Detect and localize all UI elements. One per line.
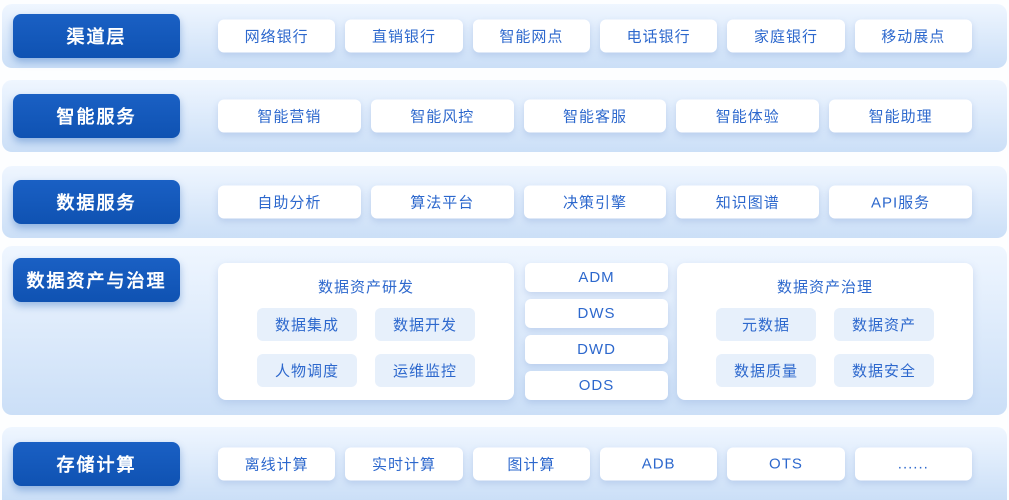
channel-item: 直销银行 [345,19,463,53]
band-storage-compute: 存储计算 离线计算 实时计算 图计算 ADB OTS ...... [2,427,1007,500]
warehouse-layer: DWS [525,299,668,328]
service-item: API服务 [829,185,972,219]
channel-item: 智能网点 [472,19,590,53]
compute-item: 实时计算 [345,447,463,480]
compute-item: OTS [727,447,845,480]
governance-chip: 数据安全 [834,354,934,387]
data-service-items: 自助分析 算法平台 决策引擎 知识图谱 API服务 [218,185,972,219]
warehouse-layer: DWD [525,335,668,364]
band-channel-layer: 渠道层 网络银行 直销银行 智能网点 电话银行 家庭银行 移动展点 [2,4,1007,68]
compute-item: 离线计算 [218,447,336,480]
dev-chip: 数据开发 [375,308,475,341]
service-item: 算法平台 [370,185,514,219]
warehouse-layer: ODS [525,371,668,400]
service-item: 自助分析 [218,185,361,219]
layer-label-storage-compute: 存储计算 [13,441,180,486]
dev-chip: 运维监控 [375,354,475,387]
governance-card-title: 数据资产治理 [776,279,873,296]
intelligent-service-items: 智能营销 智能风控 智能客服 智能体验 智能助理 [218,99,972,133]
service-item: 智能体验 [676,99,820,133]
layer-label-data-services: 数据服务 [13,180,180,224]
service-item: 知识图谱 [676,185,820,219]
compute-item: 图计算 [472,447,590,480]
channel-items: 网络银行 直销银行 智能网点 电话银行 家庭银行 移动展点 [218,19,972,53]
governance-chip: 数据资产 [834,308,934,341]
channel-item: 家庭银行 [727,19,845,53]
storage-compute-items: 离线计算 实时计算 图计算 ADB OTS ...... [218,447,972,480]
channel-item: 移动展点 [854,19,972,53]
service-item: 决策引擎 [523,185,667,219]
dev-card-title: 数据资产研发 [317,279,414,296]
governance-chip: 数据质量 [716,354,816,387]
layer-label-data-assets: 数据资产与治理 [13,258,180,302]
band-intelligent-services: 智能服务 智能营销 智能风控 智能客服 智能体验 智能助理 [2,80,1007,152]
channel-item: 电话银行 [599,19,718,53]
data-asset-governance-card: 数据资产治理 元数据 数据资产 数据质量 数据安全 [677,263,973,400]
governance-card-chips: 元数据 数据资产 数据质量 数据安全 [716,308,934,387]
governance-chip: 元数据 [716,308,816,341]
data-asset-dev-card: 数据资产研发 数据集成 数据开发 人物调度 运维监控 [218,263,514,400]
dev-chip: 人物调度 [257,354,357,387]
channel-item: 网络银行 [218,19,336,53]
band-data-assets-governance: 数据资产与治理 数据资产研发 数据集成 数据开发 人物调度 运维监控 ADM D… [2,246,1007,415]
service-item: 智能助理 [829,99,972,133]
compute-item: ...... [854,447,972,480]
dev-chip: 数据集成 [257,308,357,341]
layer-label-channel: 渠道层 [13,14,180,58]
dev-card-chips: 数据集成 数据开发 人物调度 运维监控 [257,308,475,387]
compute-item: ADB [599,447,718,480]
service-item: 智能风控 [370,99,514,133]
band-data-services: 数据服务 自助分析 算法平台 决策引擎 知识图谱 API服务 [2,166,1007,238]
warehouse-layer: ADM [525,263,668,292]
warehouse-layer-stack: ADM DWS DWD ODS [525,263,668,400]
service-item: 智能客服 [523,99,667,133]
layer-label-intelligent-services: 智能服务 [13,94,180,138]
service-item: 智能营销 [218,99,361,133]
